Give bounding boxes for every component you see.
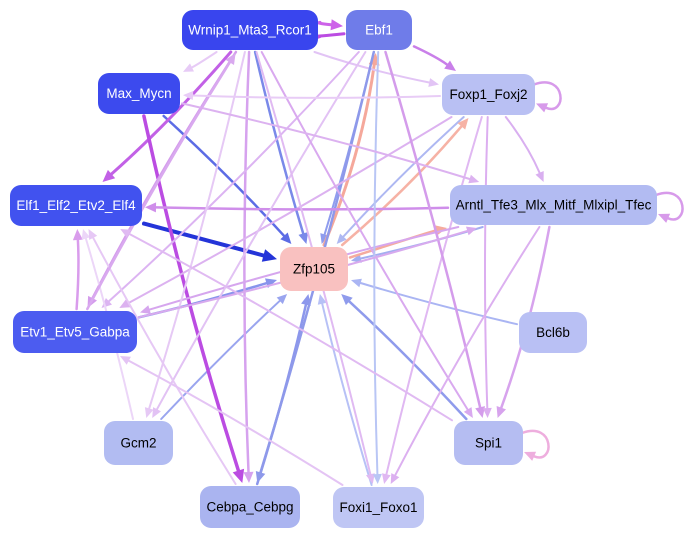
node-label-gcm2: Gcm2 [120, 436, 156, 451]
edge-gcm2-zfp105 [160, 294, 288, 420]
node-label-max: Max_Mycn [106, 86, 171, 101]
edge-foxp1-max [183, 91, 441, 100]
node-label-zfp105: Zfp105 [293, 262, 335, 277]
node-label-foxp1: Foxp1_Foxj2 [449, 87, 527, 102]
edge-wrnip1-elf1 [102, 50, 233, 182]
edge-wrnip1-cebpa [243, 50, 254, 483]
edge-foxp1-arntl [504, 116, 544, 182]
edge-spi1-elf1 [120, 229, 453, 422]
edge-foxi1-zfp105 [317, 294, 373, 486]
node-foxp1: Foxp1_Foxj2 [442, 74, 535, 115]
node-zfp105: Zfp105 [280, 247, 348, 291]
edge-wrnip1-ebf1 [317, 19, 343, 31]
node-arntl: Arntl_Tfe3_Mlx_Mitf_Mlxipl_Tfec [450, 185, 657, 225]
edge-bcl6b-zfp105 [351, 278, 518, 326]
node-bcl6b: Bcl6b [519, 312, 587, 353]
edge-wrnip1-zfp105 [253, 50, 308, 244]
edge-ebf1-foxp1 [412, 45, 456, 71]
node-label-arntl: Arntl_Tfe3_Mlx_Mitf_Mlxipl_Tfec [456, 198, 652, 213]
node-label-bcl6b: Bcl6b [536, 325, 570, 340]
node-cebpa: Cebpa_Cebpg [200, 486, 300, 528]
node-gcm2: Gcm2 [104, 421, 173, 465]
node-label-foxi1: Foxi1_Foxo1 [339, 500, 417, 515]
node-label-ebf1: Ebf1 [365, 23, 393, 38]
edge-ebf1-gcm2 [152, 51, 367, 418]
edge-foxp1-zfp105 [336, 116, 465, 244]
edge-etv1-wrnip1 [86, 53, 236, 311]
edge-foxi1-etv1 [120, 356, 344, 486]
self-loop-arntl [654, 191, 684, 223]
node-label-etv1: Etv1_Etv5_Gabpa [20, 325, 130, 340]
edge-zfp105-foxp1 [340, 118, 469, 247]
edge-ebf1-foxi1 [372, 51, 382, 484]
edge-foxp1-spi1 [482, 116, 492, 418]
node-spi1: Spi1 [454, 421, 523, 465]
edge-arntl-elf1 [145, 202, 450, 213]
self-loop-spi1 [520, 429, 550, 461]
edge-wrnip1-max [183, 51, 218, 72]
node-ebf1: Ebf1 [346, 10, 412, 50]
edge-max-arntl [181, 102, 480, 184]
node-max: Max_Mycn [98, 73, 180, 114]
edge-wrnip1-spi1 [260, 51, 473, 418]
node-label-wrnip1: Wrnip1_Mta3_Rcor1 [188, 23, 312, 38]
node-wrnip1: Wrnip1_Mta3_Rcor1 [182, 10, 318, 50]
edge-spi1-zfp105 [341, 294, 468, 421]
node-label-cebpa: Cebpa_Cebpg [206, 500, 293, 515]
edge-foxp1-foxi1 [382, 116, 483, 484]
node-label-elf1: Elf1_Elf2_Etv2_Elf4 [16, 198, 136, 213]
edge-arntl-foxi1 [390, 226, 541, 484]
edge-elf1-zfp105 [142, 221, 277, 262]
edge-max-zfp105 [162, 114, 292, 244]
node-label-spi1: Spi1 [475, 436, 502, 451]
edge-ebf1-spi1 [384, 50, 485, 418]
self-loop-foxp1 [532, 81, 562, 113]
edge-etv1-elf1 [72, 229, 83, 311]
node-etv1: Etv1_Etv5_Gabpa [13, 311, 137, 353]
node-foxi1: Foxi1_Foxo1 [333, 487, 424, 528]
edge-foxp1-etv1 [119, 116, 453, 308]
node-elf1: Elf1_Elf2_Etv2_Elf4 [10, 185, 142, 226]
